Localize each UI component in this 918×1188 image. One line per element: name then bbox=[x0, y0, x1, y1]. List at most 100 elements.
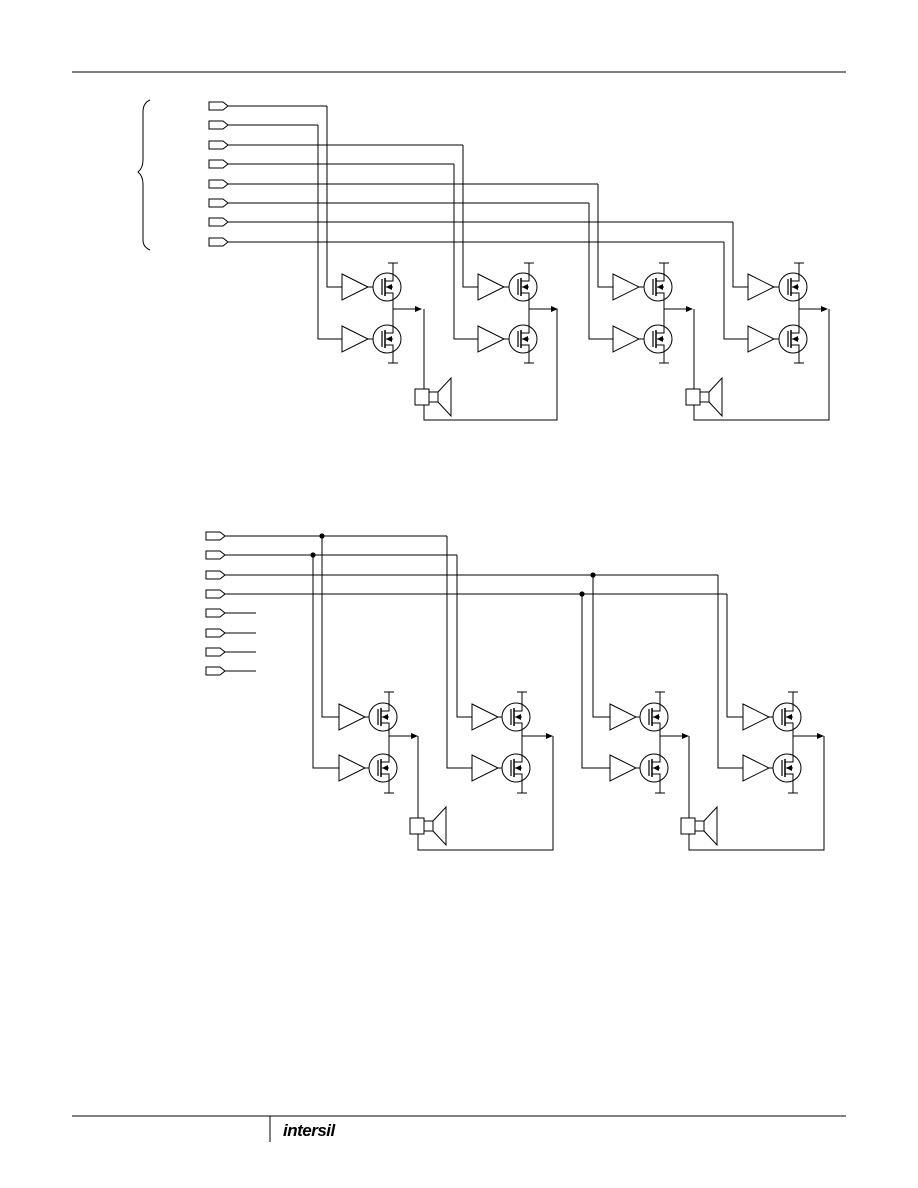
input-port-icon bbox=[205, 666, 226, 676]
speaker-cone bbox=[708, 376, 723, 418]
input-port-icon bbox=[205, 589, 226, 599]
mosfet-drain bbox=[385, 325, 394, 334]
mosfet-drain bbox=[785, 703, 794, 712]
speaker-coil bbox=[694, 820, 705, 832]
gate-wire-upper bbox=[732, 222, 748, 288]
mosfet-icon bbox=[501, 753, 531, 783]
gate-wire-upper bbox=[462, 145, 478, 288]
gate-wire-lower bbox=[317, 125, 342, 340]
input-port-icon bbox=[205, 570, 226, 580]
gate-wire-lower bbox=[446, 536, 472, 769]
mosfet-icon bbox=[368, 702, 398, 732]
mosfet-source bbox=[656, 292, 665, 301]
speaker-return bbox=[423, 309, 558, 421]
mosfet-drain bbox=[791, 325, 800, 334]
output-arrow bbox=[415, 306, 422, 312]
output-arrow bbox=[546, 733, 553, 739]
mosfet-icon bbox=[643, 272, 673, 302]
output-arrow bbox=[411, 733, 418, 739]
mosfet-drain bbox=[652, 703, 661, 712]
output-arrow bbox=[682, 733, 689, 739]
buffer-amplifier-icon bbox=[742, 703, 771, 731]
mosfet-drain bbox=[521, 325, 530, 334]
mosfet-drain bbox=[656, 273, 665, 282]
mosfet-drain bbox=[385, 273, 394, 282]
mosfet-icon bbox=[508, 324, 538, 354]
output-arrow bbox=[686, 306, 693, 312]
mosfet-icon bbox=[772, 702, 802, 732]
speaker-return bbox=[693, 309, 830, 421]
speaker-coil bbox=[428, 391, 439, 403]
output-arrow bbox=[551, 306, 558, 312]
input-port-icon bbox=[205, 531, 226, 541]
driver-stage bbox=[723, 222, 828, 364]
gate-wire-lower bbox=[453, 164, 478, 340]
mosfet-source bbox=[656, 344, 665, 353]
mosfet-source bbox=[385, 292, 394, 301]
speaker-coil bbox=[699, 391, 710, 403]
speaker-magnet bbox=[414, 388, 430, 406]
mosfet-source bbox=[514, 773, 523, 782]
mosfet-icon bbox=[508, 272, 538, 302]
brace-icon bbox=[137, 99, 151, 251]
input-port-icon bbox=[208, 198, 229, 208]
mosfet-drain bbox=[514, 703, 523, 712]
input-port-icon bbox=[208, 120, 229, 130]
footer-rule bbox=[72, 1115, 846, 1142]
speaker-cone bbox=[432, 805, 447, 847]
mosfet-source bbox=[521, 292, 530, 301]
mosfet-icon bbox=[368, 753, 398, 783]
mosfet-source bbox=[791, 292, 800, 301]
speaker-magnet bbox=[680, 817, 696, 835]
speaker-icon bbox=[414, 376, 452, 418]
buffer-amplifier-icon bbox=[609, 754, 638, 782]
speaker-cone bbox=[703, 805, 718, 847]
speaker-return bbox=[417, 736, 554, 851]
speaker-return bbox=[688, 736, 825, 851]
gate-wire-lower bbox=[717, 575, 743, 769]
speaker-icon bbox=[680, 805, 718, 847]
mosfet-source bbox=[381, 722, 390, 731]
gate-wire-upper bbox=[592, 575, 610, 718]
input-port-icon bbox=[205, 608, 226, 618]
input-port-icon bbox=[208, 179, 229, 189]
mosfet-source bbox=[652, 722, 661, 731]
driver-stage bbox=[446, 536, 553, 794]
mosfet-drain bbox=[381, 754, 390, 763]
driver-stage bbox=[581, 575, 689, 794]
gate-wire-upper bbox=[597, 184, 613, 288]
mosfet-source bbox=[785, 722, 794, 731]
mosfet-icon bbox=[778, 272, 808, 302]
mosfet-icon bbox=[372, 272, 402, 302]
mosfet-icon bbox=[772, 753, 802, 783]
input-port-icon bbox=[205, 628, 226, 638]
mosfet-drain bbox=[652, 754, 661, 763]
input-port-icon bbox=[208, 140, 229, 150]
buffer-amplifier-icon bbox=[477, 325, 506, 353]
mosfet-drain bbox=[791, 273, 800, 282]
speaker-icon bbox=[685, 376, 723, 418]
mosfet-source bbox=[514, 722, 523, 731]
input-port-icon bbox=[208, 159, 229, 169]
buffer-amplifier-icon bbox=[341, 273, 370, 301]
driver-stage bbox=[453, 145, 558, 364]
driver-stage bbox=[588, 184, 693, 364]
input-port-icon bbox=[205, 550, 226, 560]
mosfet-source bbox=[791, 344, 800, 353]
driver-stage bbox=[717, 575, 824, 794]
mosfet-drain bbox=[381, 703, 390, 712]
buffer-amplifier-icon bbox=[471, 703, 500, 731]
input-port-icon bbox=[208, 237, 229, 247]
input-port-icon bbox=[208, 217, 229, 227]
buffer-amplifier-icon bbox=[612, 273, 641, 301]
driver-stage bbox=[317, 106, 422, 364]
mosfet-icon bbox=[501, 702, 531, 732]
speaker-coil bbox=[423, 820, 434, 832]
input-port-icon bbox=[205, 647, 226, 657]
speaker-magnet bbox=[685, 388, 701, 406]
gate-wire-upper bbox=[456, 555, 472, 718]
buffer-amplifier-icon bbox=[338, 754, 367, 782]
figure-four-input-drive bbox=[205, 531, 825, 851]
buffer-amplifier-icon bbox=[612, 325, 641, 353]
output-arrow bbox=[817, 733, 824, 739]
